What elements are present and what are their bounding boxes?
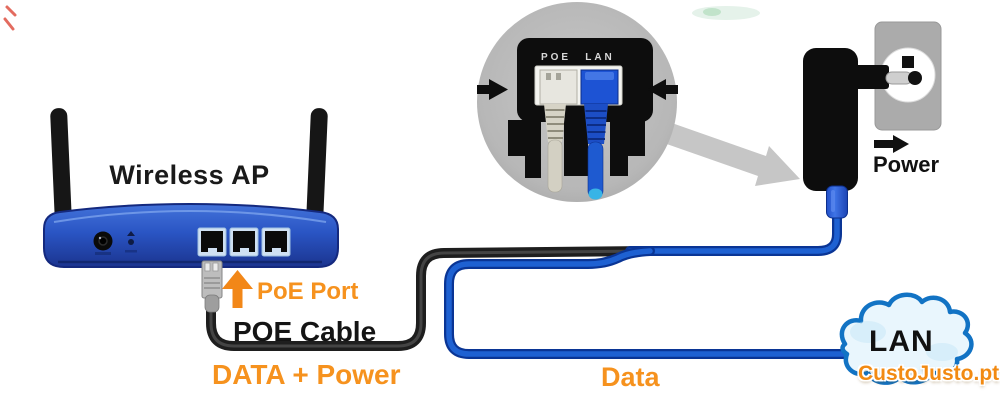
wireless-ap-device [43, 108, 339, 268]
power-label: Power [873, 152, 940, 177]
power-adapter [803, 48, 922, 219]
lan-cloud [839, 292, 974, 385]
inset-lan-port-label: LAN [585, 52, 615, 63]
ap-body [43, 202, 339, 268]
rj45-plug-gray [201, 260, 223, 313]
poe-cable-black [206, 246, 649, 351]
poe-injector-device [508, 38, 653, 200]
dc-power-jack [93, 231, 113, 255]
poe-port-label: PoE Port [257, 278, 359, 305]
adapter-body [803, 48, 858, 191]
inset-poe-port-label: POE [540, 52, 572, 63]
ethernet-port-2 [229, 227, 259, 257]
magnifier-inset [477, 2, 800, 202]
magnifier-arrow-icon [661, 122, 800, 186]
power-arrow-icon [874, 135, 909, 153]
poe-port-up-arrow-icon [222, 270, 253, 308]
ap-top-highlight [53, 209, 327, 223]
adapter-dc-connector-blue [826, 185, 848, 219]
ethernet-port-1 [197, 227, 227, 257]
data-power-label: DATA + Power [212, 359, 401, 390]
poe-cable-label: POE Cable [233, 316, 377, 347]
inset-lan-connector-blue [580, 69, 619, 200]
inset-left-arrow-icon [477, 79, 508, 100]
lan-cloud-label: LAN [869, 325, 934, 358]
socket-ground-slot [902, 56, 914, 68]
scan-artifact-red [3, 5, 17, 31]
inset-poe-connector-white [539, 69, 578, 193]
ethernet-port-3 [261, 227, 291, 257]
scan-artifact-green [692, 6, 760, 20]
power-cable-blue [625, 207, 842, 256]
cloud-shape [839, 292, 974, 385]
data-cable-blue [444, 246, 853, 359]
wireless-ap-label: Wireless AP [109, 160, 270, 190]
data-label: Data [601, 362, 660, 392]
watermark-custojusto: CustoJusto.pt [858, 362, 1000, 385]
inset-right-arrow-icon [647, 79, 678, 100]
reset-button [125, 231, 137, 253]
